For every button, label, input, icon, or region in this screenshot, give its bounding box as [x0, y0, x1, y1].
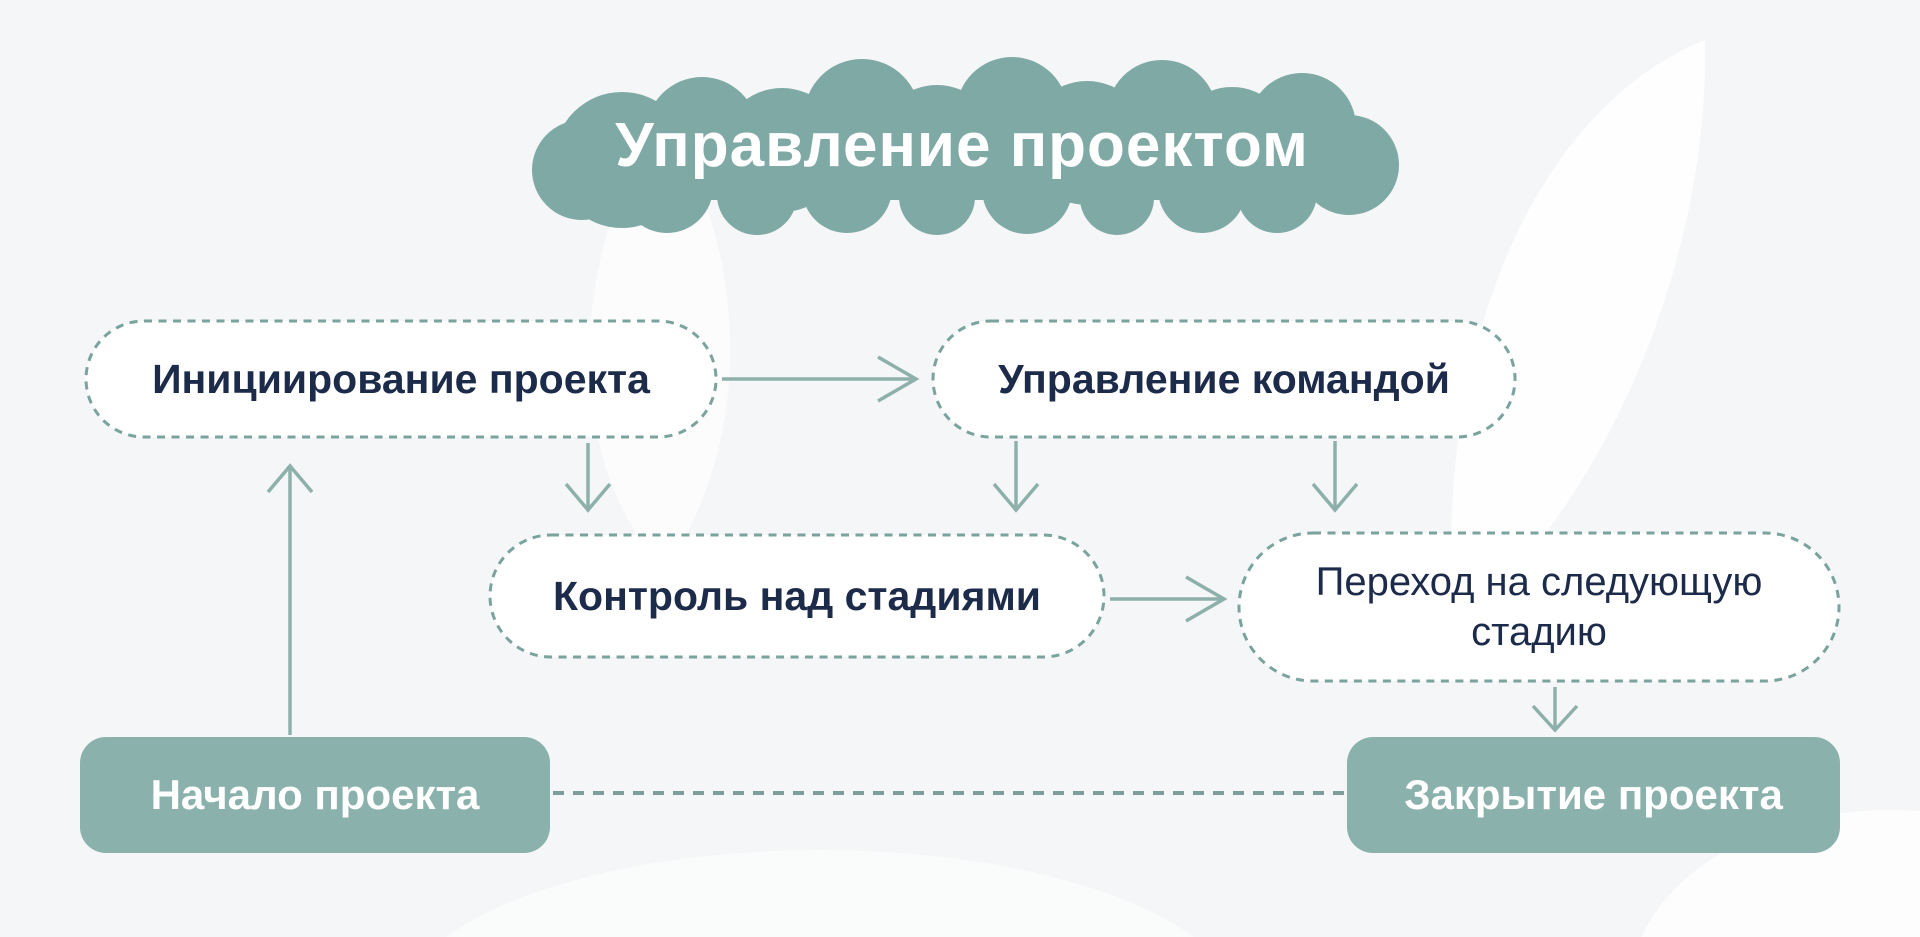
background-blob-bottom-center — [446, 850, 1194, 937]
node-outline-transition — [1237, 531, 1841, 683]
node-team: Управление командой — [933, 321, 1515, 437]
node-start: Начало проекта — [80, 737, 550, 853]
node-initiation-label: Инициирование проекта — [152, 355, 650, 402]
page-title: Управление проектом — [615, 110, 1309, 180]
arrow-team-to-control — [992, 441, 1040, 513]
background-swoosh-right — [1451, 40, 1706, 630]
node-control-label: Контроль над стадиями — [553, 572, 1041, 619]
node-outline-initiation — [84, 319, 718, 439]
node-transition-label: Переход на следующую стадию — [1315, 560, 1763, 654]
arrow-initiation-to-team — [722, 355, 920, 403]
background-blob-bottom-right — [1641, 810, 1920, 937]
node-outline-team — [931, 319, 1517, 439]
node-outline-control — [488, 533, 1106, 659]
node-closure-label: Закрытие проекта — [1404, 771, 1783, 818]
title-cloud-shape — [532, 57, 1399, 235]
arrow-team-to-transition — [1311, 441, 1359, 513]
arrow-start-to-initiation — [266, 463, 314, 735]
node-control: Контроль над стадиями — [490, 535, 1104, 657]
node-start-label: Начало проекта — [150, 771, 480, 818]
arrow-transition-to-closure — [1531, 687, 1579, 733]
arrow-control-to-transition — [1110, 575, 1228, 623]
node-transition: Переход на следующую стадию — [1239, 533, 1839, 681]
node-initiation: Инициирование проекта — [86, 321, 716, 437]
node-team-label: Управление командой — [998, 355, 1450, 402]
cloud-bumps — [532, 57, 1399, 235]
title-cloud: Управление проектом — [527, 55, 1399, 235]
node-closure: Закрытие проекта — [1347, 737, 1840, 853]
arrow-initiation-to-control — [564, 443, 612, 513]
